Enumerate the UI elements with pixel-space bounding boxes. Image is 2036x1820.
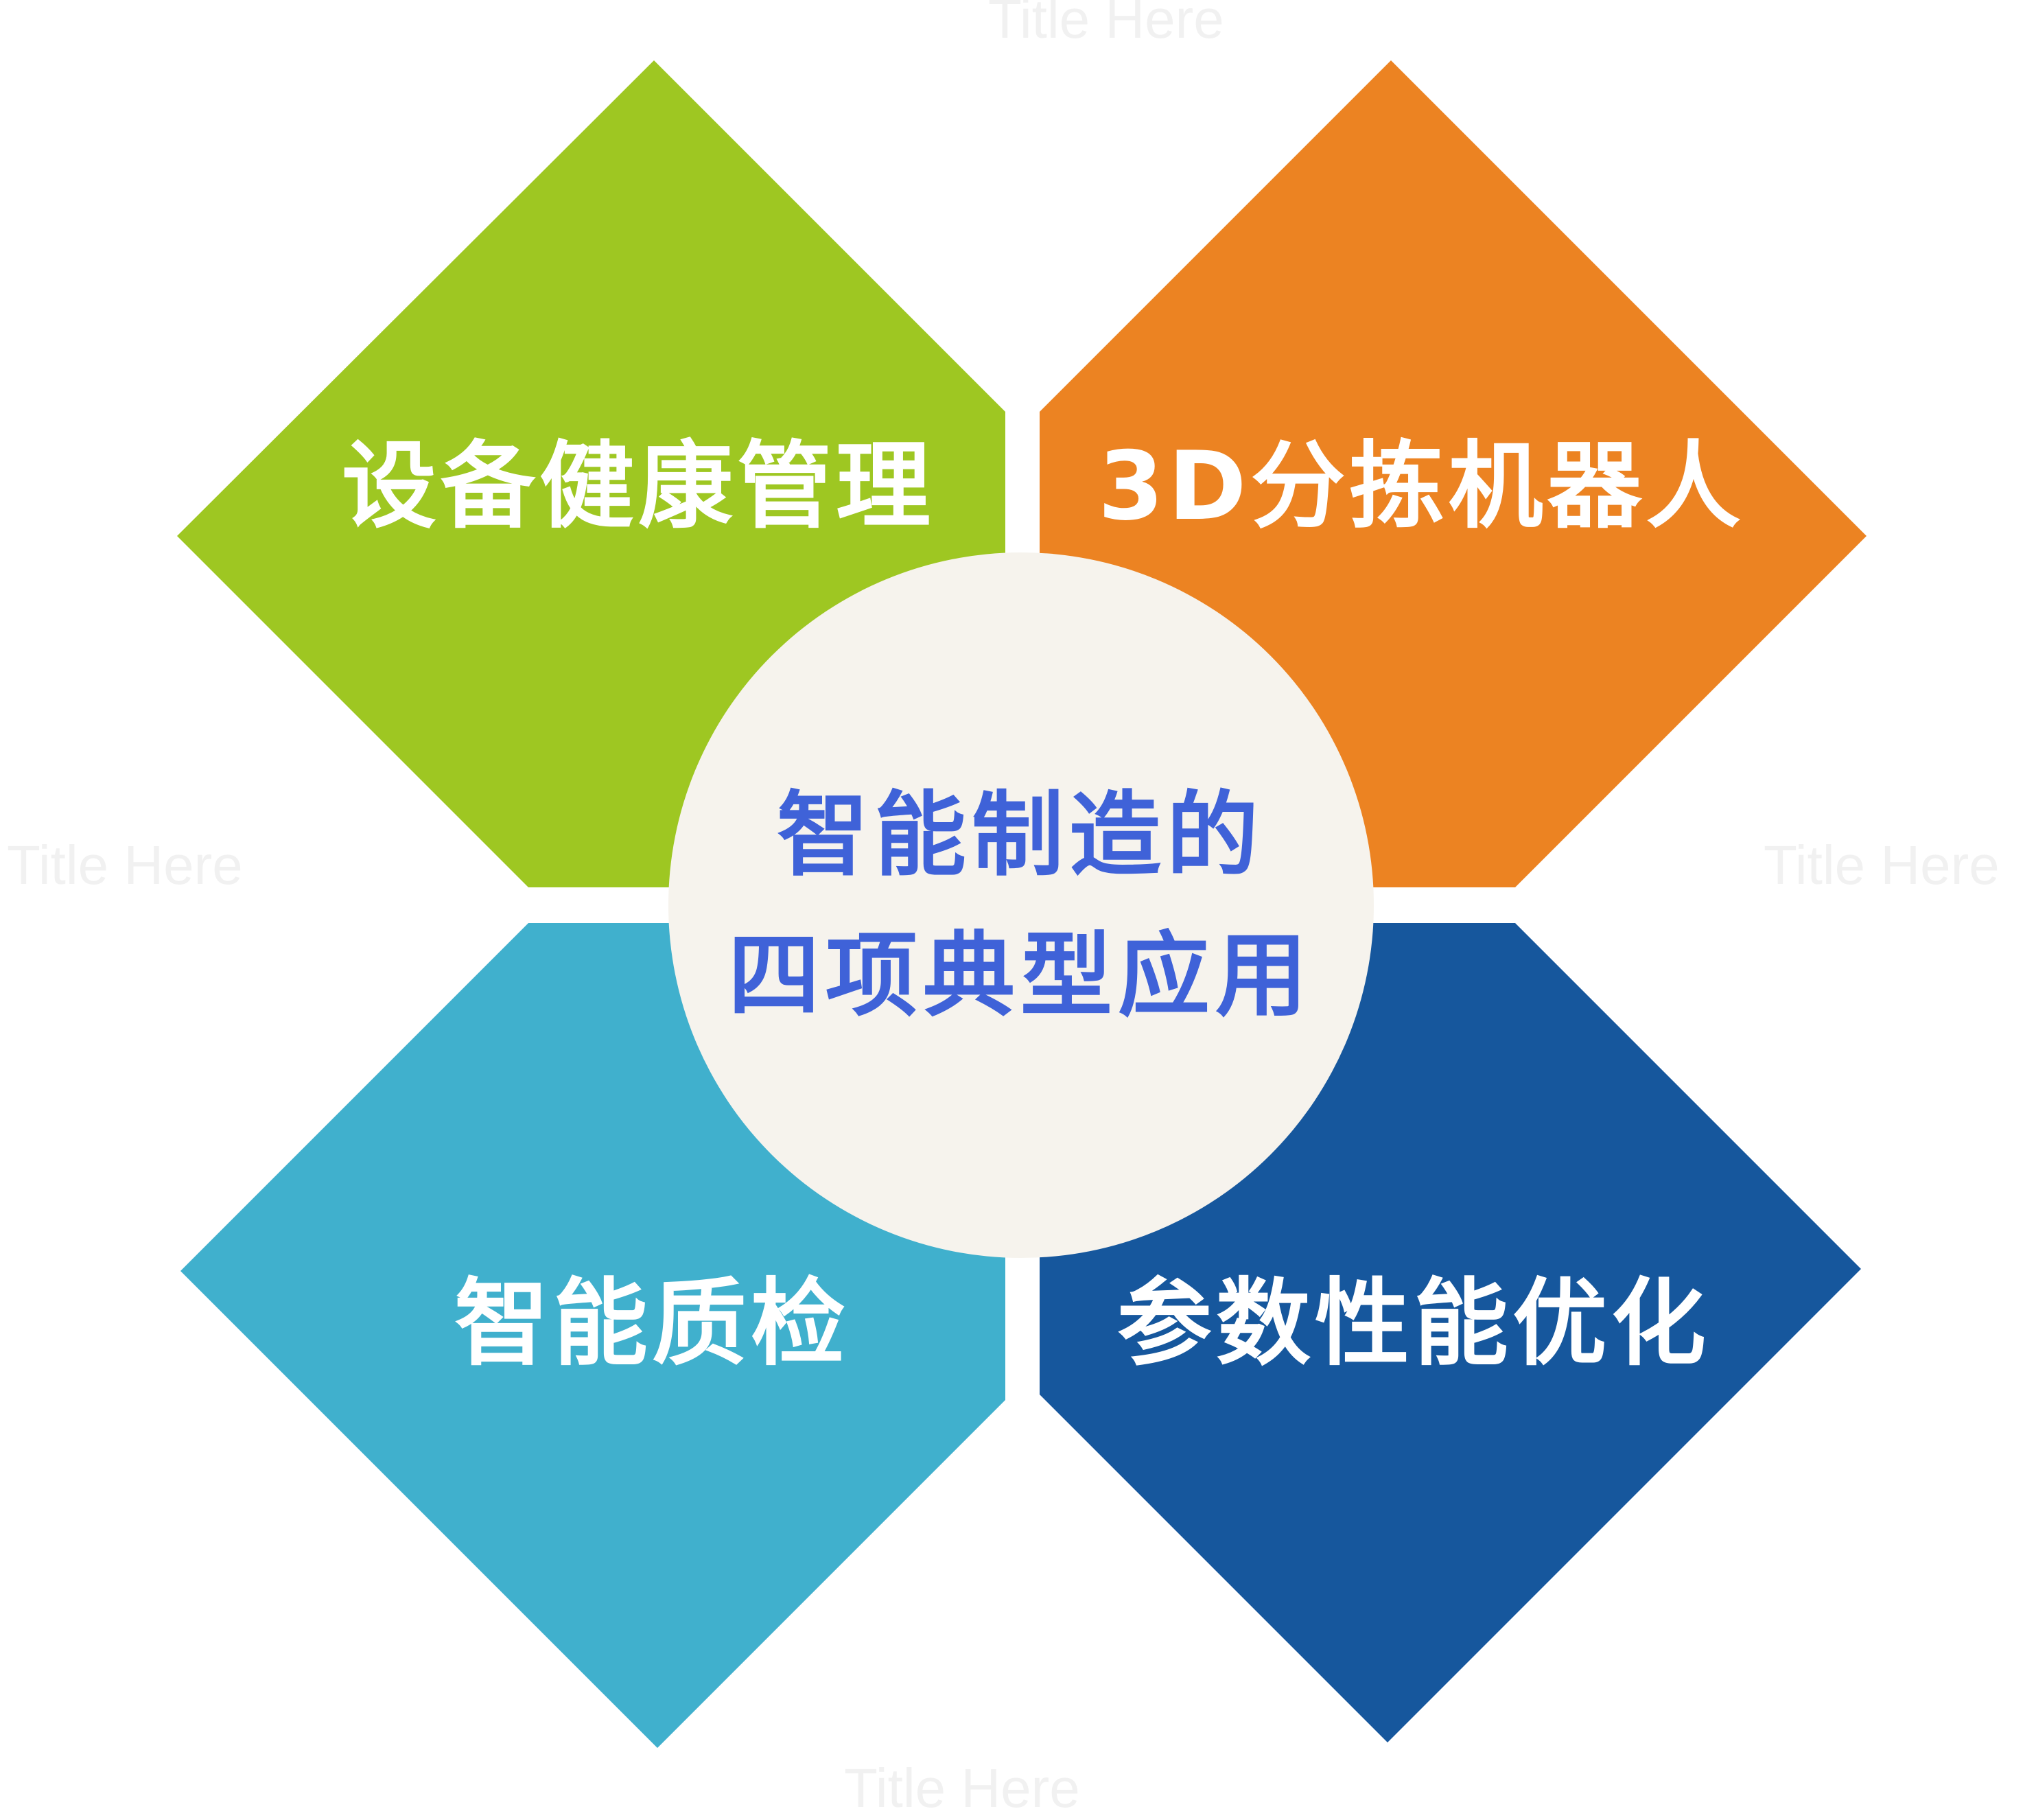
watermark-left: Title Here — [7, 835, 243, 896]
center-circle — [668, 552, 1374, 1258]
center-title-line-2: 四项典型应用 — [727, 922, 1313, 1029]
watermark-bottom: Title Here — [844, 1758, 1080, 1819]
watermark-right: Title Here — [1764, 835, 2000, 896]
center-title-line-1: 智能制造的 — [776, 782, 1264, 889]
label-bottom-right: 参数性能优化 — [1116, 1268, 1710, 1379]
label-top-left: 设备健康管理 — [341, 431, 935, 541]
watermark-top: Title Here — [988, 0, 1224, 49]
label-bottom-left: 智能质检 — [454, 1268, 850, 1379]
label-top-right: 3D分拣机器人 — [1098, 431, 1745, 541]
